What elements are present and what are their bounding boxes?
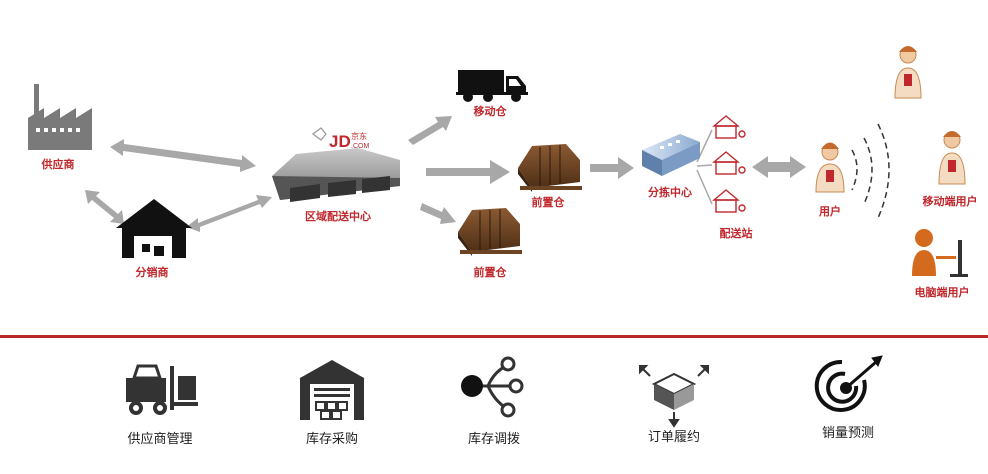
label-delivery-station: 配送站 <box>719 227 753 240</box>
radar-target-icon <box>814 355 883 412</box>
label-mobile-warehouse: 移动仓 <box>473 105 507 118</box>
arrow-rdc-front2 <box>420 203 456 224</box>
label-pc-user: 电脑端用户 <box>914 286 970 299</box>
label-module-order-fulfillment: 订单履约 <box>647 430 701 445</box>
arrow-station-user <box>752 156 806 178</box>
distributor-warehouse-icon <box>116 199 192 258</box>
arrow-sorting-stations <box>696 129 713 205</box>
pc-user-icon <box>912 229 968 277</box>
forklift-icon <box>126 364 198 415</box>
delivery-house-icon-3 <box>712 189 746 213</box>
wireless-signal-icon <box>851 123 890 219</box>
arrow-rdc-mobile <box>408 116 452 145</box>
factory-icon <box>28 84 92 150</box>
label-user: 用户 <box>819 205 841 218</box>
delivery-house-icon <box>712 115 746 139</box>
label-module-sales-forecast: 销量预测 <box>821 426 875 441</box>
label-distributor: 分销商 <box>135 266 169 279</box>
arrow-supplier-rdc <box>110 139 256 172</box>
label-sorting-center: 分拣中心 <box>648 186 692 199</box>
network-node-icon <box>461 356 524 418</box>
label-supplier: 供应商 <box>41 158 75 171</box>
jd-logo: JD 京东 .COM <box>312 127 369 151</box>
section-divider <box>0 335 988 338</box>
truck-icon <box>456 70 528 102</box>
arrow-supplier-distributor <box>85 190 124 224</box>
label-front-warehouse-2: 前置仓 <box>473 266 507 279</box>
sorting-machine-icon <box>642 134 700 176</box>
delivery-house-icon-2 <box>712 151 746 175</box>
package-box-icon <box>639 365 709 428</box>
jd-brand-cn: 京东 <box>351 131 367 141</box>
front-warehouse-icon-2 <box>458 208 522 256</box>
arrow-front-sorting <box>590 157 634 179</box>
label-rdc: 区域配送中心 <box>305 210 371 223</box>
arrow-distributor-rdc <box>186 195 272 232</box>
label-module-inventory-transfer: 库存调拨 <box>467 432 521 447</box>
user-person-icon <box>815 142 845 193</box>
arrow-rdc-front1 <box>426 160 510 184</box>
label-module-supplier-mgmt: 供应商管理 <box>127 432 193 447</box>
mobile-user-icon-2 <box>938 131 966 185</box>
warehouse-icon <box>300 360 364 420</box>
front-warehouse-icon <box>518 144 582 192</box>
jd-brand: JD <box>329 132 351 151</box>
rdc-building-icon <box>272 148 400 202</box>
label-module-inventory-purchase: 库存采购 <box>305 432 359 447</box>
mobile-user-icon <box>894 46 922 99</box>
jd-brand-sub: .COM <box>351 143 369 150</box>
label-mobile-user: 移动端用户 <box>922 195 978 208</box>
label-front-warehouse-1: 前置仓 <box>531 196 565 209</box>
